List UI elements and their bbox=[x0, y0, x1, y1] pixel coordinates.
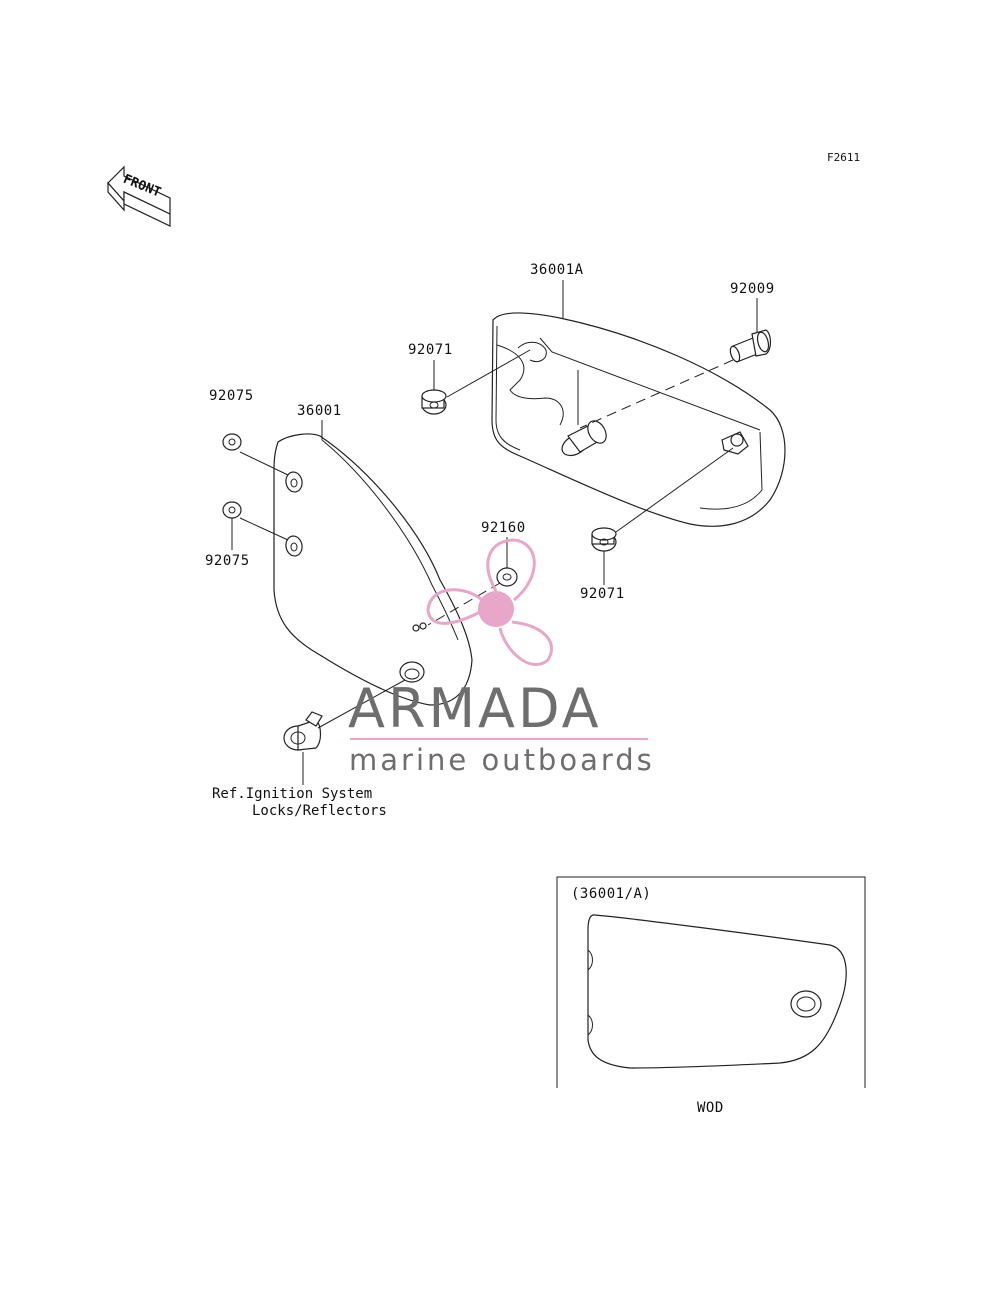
inset-caption: WOD bbox=[697, 1100, 724, 1116]
side-cover-left bbox=[273, 433, 473, 706]
front-direction-arrow: FRONT bbox=[107, 165, 171, 227]
grommet-92075-lower bbox=[222, 501, 242, 519]
grommet-upper-line bbox=[239, 451, 289, 476]
inset-box: (36001/A) WOD bbox=[556, 876, 866, 1116]
bolt-92009 bbox=[729, 329, 772, 363]
reference-note-line1: Ref.Ignition System bbox=[212, 786, 372, 802]
grommet-center-dash bbox=[427, 582, 501, 626]
watermark-brand: ARMADA bbox=[348, 677, 602, 740]
figure-code: F2611 bbox=[827, 151, 860, 164]
label-36001: 36001 bbox=[297, 403, 342, 419]
label-92075-lower: 92075 bbox=[205, 553, 250, 569]
watermark-tagline: marine outboards bbox=[349, 743, 655, 777]
armada-watermark: ARMADA marine outboards bbox=[348, 538, 655, 777]
damper-92071-upper bbox=[421, 389, 447, 415]
lock-line bbox=[317, 679, 406, 729]
side-cover-right bbox=[491, 312, 786, 527]
grommet-92160 bbox=[496, 567, 518, 587]
label-92071-lower: 92071 bbox=[580, 586, 625, 602]
damper-92071-lower bbox=[591, 527, 617, 552]
inset-title: (36001/A) bbox=[571, 886, 651, 902]
label-92009: 92009 bbox=[730, 281, 775, 297]
grommet-lower-line bbox=[239, 517, 289, 541]
bolt-leader-dash bbox=[579, 359, 734, 429]
label-92160: 92160 bbox=[481, 520, 526, 536]
label-92075-upper: 92075 bbox=[209, 388, 254, 404]
propeller-logo-icon bbox=[426, 538, 554, 667]
grommet-92075-upper bbox=[222, 433, 242, 451]
lock-cylinder bbox=[283, 711, 323, 751]
label-36001A: 36001A bbox=[530, 262, 584, 278]
damper-upper-line bbox=[446, 349, 531, 398]
damper-lower-line bbox=[615, 447, 734, 533]
reference-note-line2: Locks/Reflectors bbox=[252, 803, 387, 819]
label-92071-upper: 92071 bbox=[408, 342, 453, 358]
